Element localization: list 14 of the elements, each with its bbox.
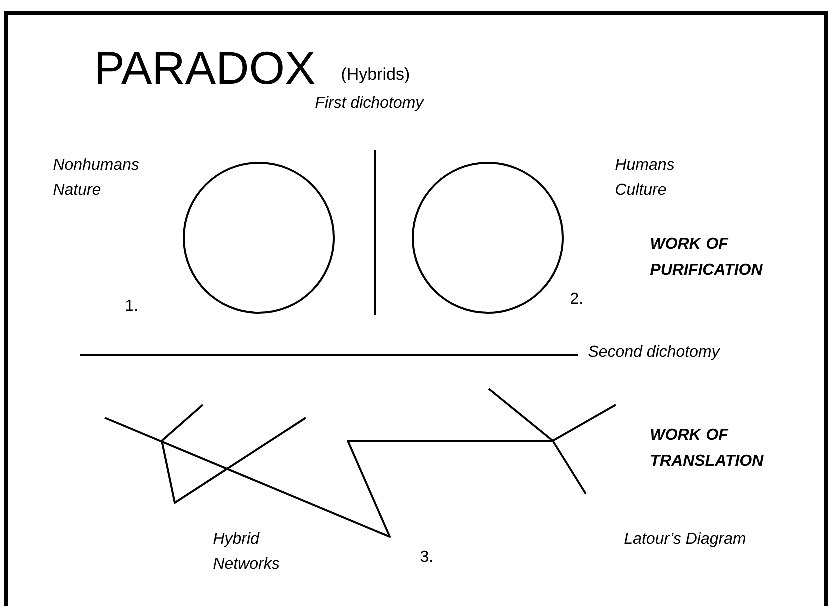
axis-label: First dichotomy (316, 96, 424, 112)
callout-number: 3. (420, 550, 432, 562)
category-label: Hybrid Networks (214, 532, 280, 570)
axis-label: Second dichotomy (588, 345, 721, 360)
callout-number: 1. (126, 300, 138, 311)
circle (412, 162, 564, 314)
section-label: WORK OF TRANSLATION (651, 428, 764, 466)
section-label: WORK OF PURIFICATION (650, 238, 764, 276)
circle (183, 162, 335, 314)
caption: Latour’s Diagram (624, 532, 746, 548)
title: PARADOX (98, 52, 315, 84)
subtitle: (Hybrids) (342, 68, 410, 84)
category-label: Nonhumans Nature (54, 158, 140, 196)
category-label: Humans Culture (616, 158, 674, 196)
